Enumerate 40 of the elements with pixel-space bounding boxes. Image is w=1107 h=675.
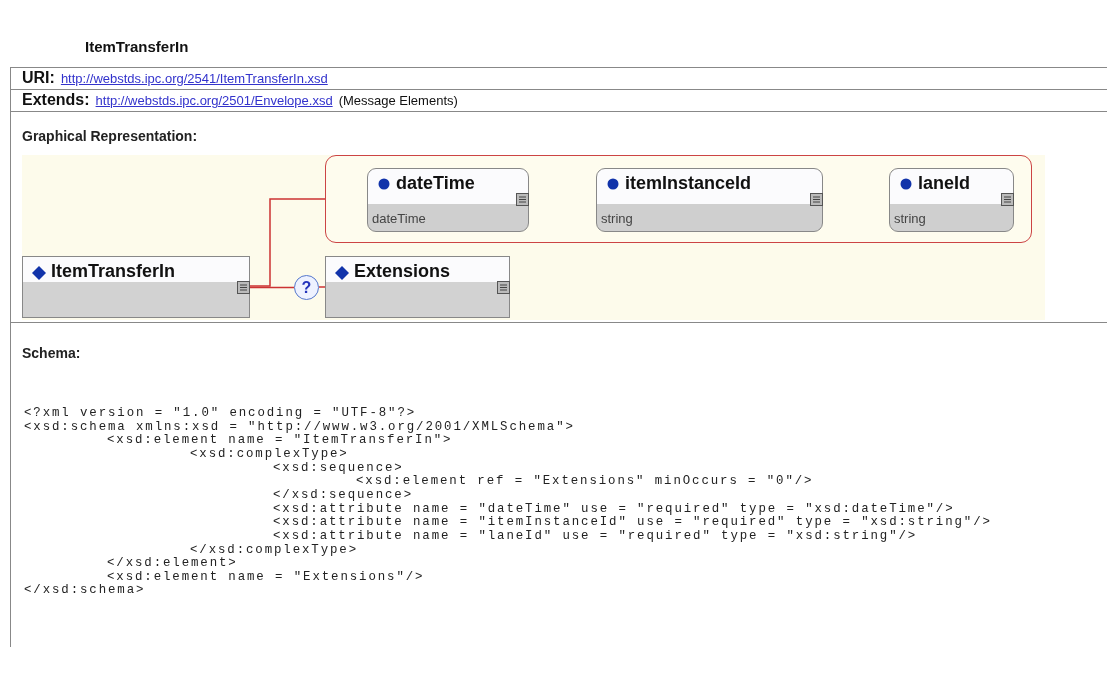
optional-symbol: ?: [301, 278, 312, 297]
node-name: Extensions: [354, 261, 451, 282]
attribute-group-box: [325, 155, 1032, 243]
code-line: <xsd:attribute name = "dateTime" use = "required" type = "xsd:dateTime"/>: [273, 502, 955, 516]
field-label: Extends:: [22, 91, 90, 109]
code-line: </xsd:complexType>: [190, 543, 359, 557]
code-line: </xsd:sequence>: [273, 488, 414, 502]
link-note: (Message Elements): [338, 93, 458, 108]
node-name: itemInstanceId: [625, 173, 752, 194]
node-name: dateTime: [396, 173, 475, 194]
attribute-box: [367, 168, 529, 232]
code-line: </xsd:element>: [107, 557, 238, 571]
code-line: <xsd:attribute name = "laneId" use = "required" type = "xsd:string"/>: [273, 529, 918, 543]
code-line: <?xml version = "1.0" encoding = "UTF-8"?>: [24, 407, 417, 420]
type-name: string: [601, 211, 633, 226]
connector-line: [249, 286, 295, 289]
node-name: laneId: [918, 173, 970, 194]
type-name: dateTime: [372, 211, 426, 226]
code-line: </xsd:schema>: [24, 584, 146, 598]
code-line: <xsd:element name = "ItemTransferIn">: [107, 434, 453, 448]
section-heading: Graphical Representation:: [22, 128, 198, 144]
uri-link: http://webstds.ipc.org/2541/ItemTransferIn.xsd: [60, 71, 328, 86]
attribute-box: [889, 168, 1014, 232]
node-name: ItemTransferIn: [51, 261, 176, 282]
field-label: URI:: [22, 69, 55, 87]
section-heading: Schema:: [22, 345, 81, 361]
attribute-box: [596, 168, 823, 232]
extends-link: http://webstds.ipc.org/2501/Envelope.xsd: [95, 93, 333, 108]
code-line: <xsd:schema xmlns:xsd = "http://www.w3.org/2001/XMLSchema">: [24, 420, 575, 434]
code-line: <xsd:sequence>: [273, 461, 404, 475]
connector-line: [249, 198, 326, 287]
code-line: <xsd:complexType>: [190, 447, 349, 461]
page-title: ItemTransferIn: [85, 38, 189, 55]
code-line: <xsd:element name = "Extensions"/>: [107, 570, 425, 584]
type-name: string: [894, 211, 926, 226]
element-box: [325, 256, 510, 318]
code-line: <xsd:attribute name = "itemInstanceId" use = "required" type = "xsd:string"/>: [273, 516, 992, 530]
connector-line: [318, 286, 326, 288]
code-line: <xsd:element ref = "Extensions" minOccurs = "0"/>: [356, 475, 814, 489]
element-box: [22, 256, 250, 318]
